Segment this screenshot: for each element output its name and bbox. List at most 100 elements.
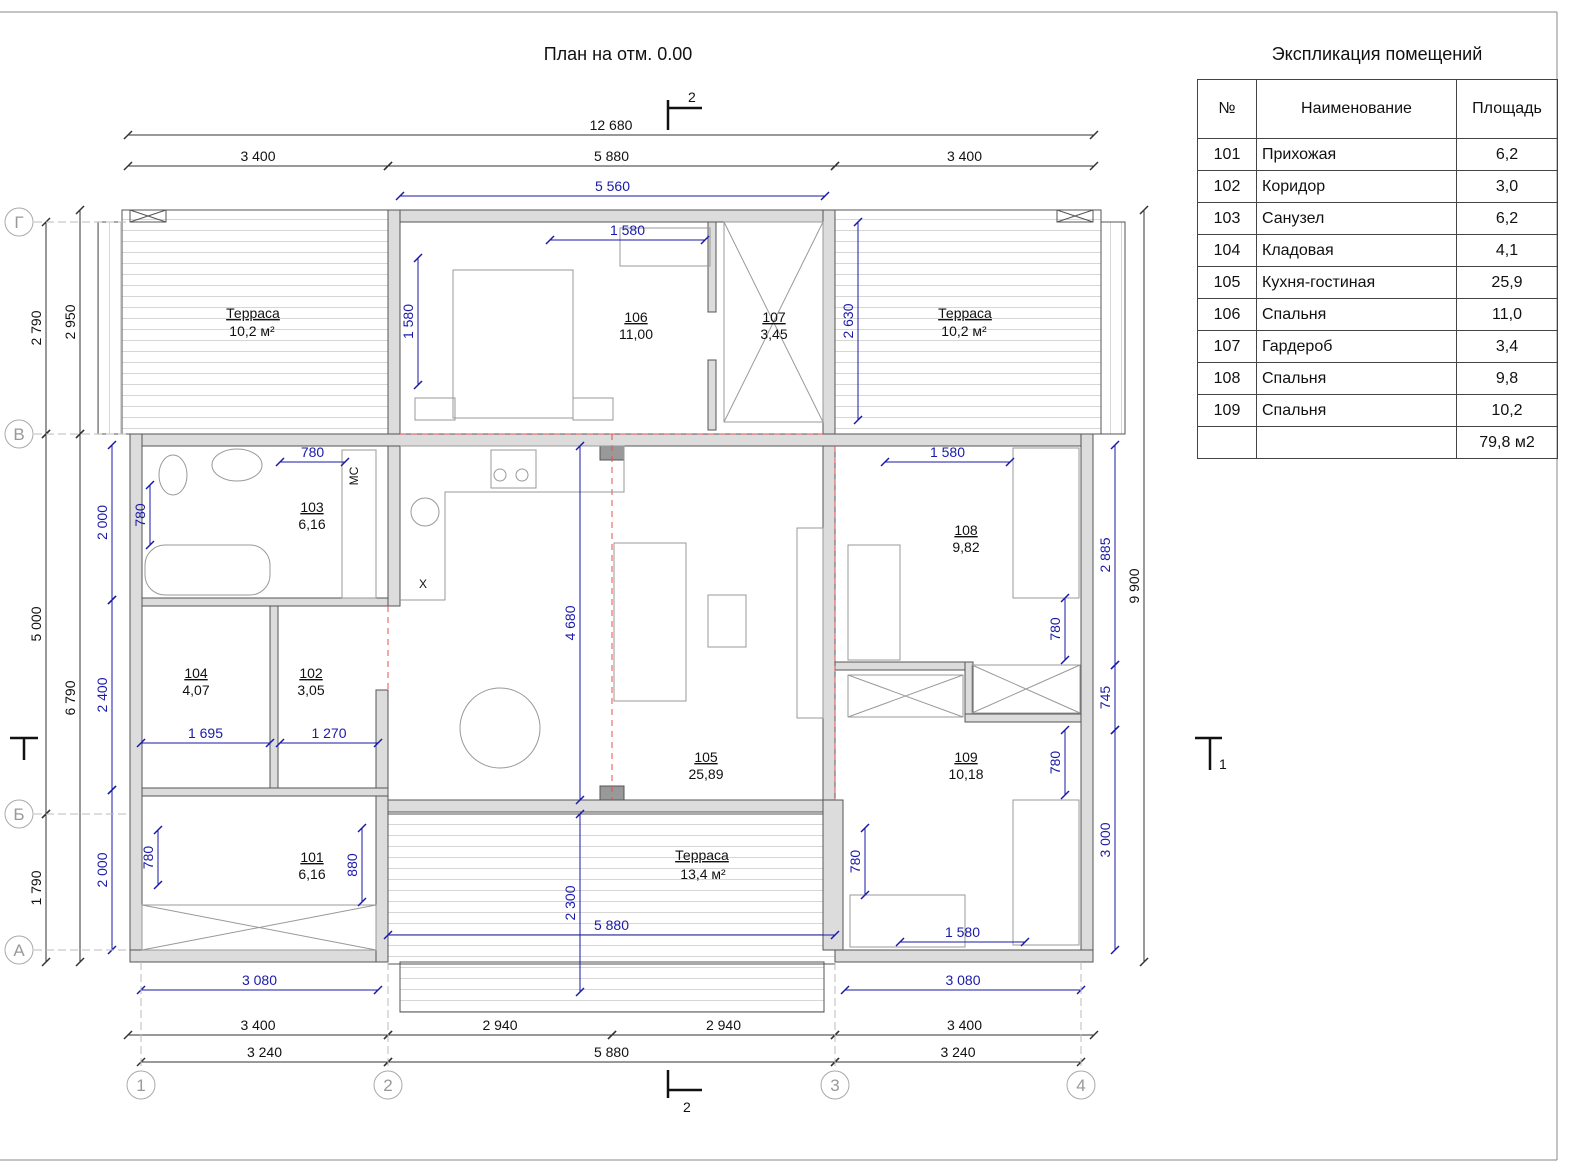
dimension-left-blue-a: 2 000 [94, 440, 117, 605]
dimension-bot-d: 3 400 [830, 1017, 1099, 1040]
dimension-value: 5 560 [595, 178, 630, 194]
toilet [158, 454, 188, 496]
cell-area: 3,4 [1456, 330, 1558, 363]
dimension-i-terr-h: 2 300 [562, 809, 585, 997]
section-2-top [666, 100, 702, 130]
axis-bubble [4, 935, 34, 965]
dimension-i101-h2: 880 [344, 823, 367, 907]
furniture [141, 221, 1081, 951]
dimension-value: 2 000 [94, 505, 110, 540]
dimension-value: 5 000 [28, 606, 44, 641]
cell-area: 9,8 [1456, 362, 1558, 395]
dimension-i108-h: 780 [1047, 593, 1070, 665]
cell-num: 101 [1197, 138, 1257, 171]
cell-name: Гардероб [1256, 330, 1457, 363]
dimension-i105-h: 4 680 [562, 441, 585, 805]
plan-title: План на отм. 0.00 [544, 44, 693, 64]
cell-name: Кладовая [1256, 234, 1457, 267]
dimension-value: 2 400 [94, 677, 110, 712]
dimension-value: 780 [847, 850, 863, 874]
dimension-value: 1 695 [188, 725, 223, 741]
dimension-left-b: 5 000 [28, 429, 51, 819]
section-1-right [1195, 736, 1222, 770]
room-103-number: 103 [300, 499, 324, 515]
section-markers [10, 100, 1222, 1098]
axis-label: 2 [383, 1076, 392, 1095]
cell-num: 106 [1197, 298, 1257, 331]
room-103-area: 6,16 [298, 516, 325, 532]
dimension-value: 3 240 [247, 1044, 282, 1060]
cell-name: Прихожая [1256, 138, 1457, 171]
dimension-i104-w: 1 695 [136, 725, 275, 748]
sofa [613, 542, 687, 702]
dimension-value: 780 [140, 846, 156, 870]
dimension-bot-blue-r: 3 080 [840, 972, 1086, 995]
dimension-right-blue-b: 745 [1097, 660, 1120, 735]
dimension-value: 5 880 [594, 148, 629, 164]
bathtub [144, 544, 271, 596]
dimension-value: 2 000 [94, 852, 110, 887]
dimension-left-c: 1 790 [28, 809, 51, 967]
terrace-bottom [387, 813, 836, 1013]
room-107-area: 3,45 [760, 326, 787, 342]
dimension-bot2-a: 3 240 [136, 1044, 393, 1067]
desk-109 [849, 894, 966, 948]
dimension-left-blue-b: 2 400 [94, 595, 117, 795]
room-labels: Терраса 10,2 м² Терраса 10,2 м² Терраса … [226, 305, 992, 882]
dimension-value: 9 900 [1126, 568, 1142, 603]
axis-bubble [4, 207, 34, 237]
dimension-value: 2 630 [840, 303, 856, 338]
dimension-value: 1 580 [930, 444, 965, 460]
dimension-right-blue-c: 3 000 [1097, 725, 1120, 955]
dimension-i-terr-w: 5 880 [383, 917, 840, 940]
dimension-value: 5 880 [594, 1044, 629, 1060]
dimension-value: 780 [301, 444, 325, 460]
dimension-value: 780 [132, 503, 148, 527]
terrace-left [97, 209, 389, 435]
cell-name: Спальня [1256, 394, 1457, 427]
axis-bubble [373, 1070, 403, 1100]
terrace-left-area: 10,2 м² [229, 323, 275, 339]
dimension-value: 2 940 [482, 1017, 517, 1033]
dimension-value: 780 [1047, 617, 1063, 641]
dimension-value: 12 680 [590, 117, 633, 133]
section-2-top-label: 2 [688, 89, 696, 105]
dimension-i108-w: 1 580 [880, 444, 1015, 467]
dimension-value: 2 300 [562, 885, 578, 920]
dimension-value: 880 [344, 853, 360, 877]
section-1-right-label: 1 [1219, 756, 1227, 772]
cell-name: Спальня [1256, 298, 1457, 331]
section-2-bottom-label: 2 [683, 1099, 691, 1115]
ms-label: МС [347, 466, 361, 485]
stove-icon [490, 449, 537, 489]
dimension-bot2-b: 5 880 [383, 1044, 840, 1067]
dimension-bot-b: 2 940 [383, 1017, 617, 1040]
dimension-value: 1 790 [28, 870, 44, 905]
dimension-i106-w: 1 580 [545, 222, 710, 245]
bed-109 [1012, 799, 1080, 946]
dimension-bot-a: 3 400 [123, 1017, 393, 1040]
cell-num: 104 [1197, 234, 1257, 267]
dimension-value: 3 080 [945, 972, 980, 988]
cell-name: Коридор [1256, 170, 1457, 203]
axis-bubble [4, 799, 34, 829]
terrace-right-name: Терраса [938, 305, 992, 321]
header-name: Наименование [1256, 79, 1457, 139]
cell-num: 102 [1197, 170, 1257, 203]
room-109-number: 109 [954, 749, 978, 765]
axis-label: В [13, 425, 24, 444]
dimension-i106-h: 1 580 [400, 253, 423, 390]
cell-name: Кухня-гостиная [1256, 266, 1457, 299]
cell-area: 6,2 [1456, 202, 1558, 235]
dimension-value: 5 880 [594, 917, 629, 933]
dimension-value: 2 950 [62, 304, 78, 339]
axis-label: Б [13, 805, 24, 824]
cell-num: 103 [1197, 202, 1257, 235]
axis-bubble [1066, 1070, 1096, 1100]
